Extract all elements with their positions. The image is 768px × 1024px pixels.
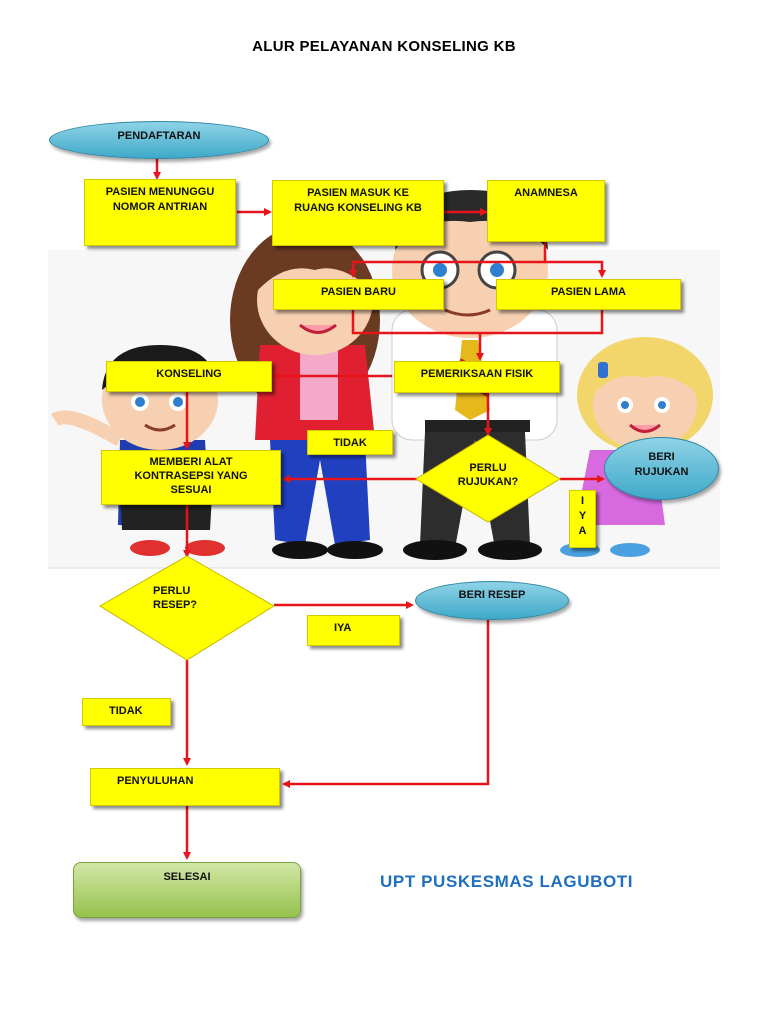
diamond-perlu-rujukan <box>415 434 561 523</box>
diamond-perlu-resep <box>99 555 275 661</box>
node-penyuluhan-label: PENYULUHAN <box>117 775 194 787</box>
node-beri-rujukan-line1: BERI <box>648 451 675 463</box>
node-pasien-menunggu-line2: NOMOR ANTRIAN <box>112 201 208 213</box>
node-pasien-masuk-line1: PASIEN MASUK KE <box>307 187 409 199</box>
node-perlu-resep-line1: PERLU <box>153 585 191 597</box>
node-iya-rujukan: I Y A <box>569 490 596 548</box>
node-beri-resep: BERI RESEP <box>415 581 569 620</box>
node-konseling-label: KONSELING <box>156 368 222 380</box>
node-pasien-masuk: PASIEN MASUK KE RUANG KONSELING KB <box>272 180 444 246</box>
node-perlu-rujukan-line2: RUJUKAN? <box>457 476 519 488</box>
node-memberi-alat-line2: KONTRASEPSI YANG <box>134 470 248 482</box>
node-iya-rujukan-char2: Y <box>578 510 587 522</box>
node-perlu-rujukan-label: PERLU RUJUKAN? <box>440 461 536 489</box>
node-pasien-baru-label: PASIEN BARU <box>321 286 396 298</box>
node-tidak-rujukan: TIDAK <box>307 430 393 455</box>
node-pemeriksaan-fisik-label: PEMERIKSAAN FISIK <box>420 368 534 380</box>
node-pemeriksaan-fisik: PEMERIKSAAN FISIK <box>394 361 560 393</box>
node-beri-rujukan-line2: RUJUKAN <box>634 466 689 478</box>
node-memberi-alat-line3: SESUAI <box>170 484 212 496</box>
arrow-beriresep-penyuluhan <box>282 620 490 788</box>
node-pendaftaran: PENDAFTARAN <box>49 121 269 159</box>
node-beri-rujukan: BERI RUJUKAN <box>604 437 719 500</box>
node-pasien-lama-label: PASIEN LAMA <box>551 286 626 298</box>
footer-institution: UPT PUSKESMAS LAGUBOTI <box>380 872 634 891</box>
node-tidak-resep: TIDAK <box>82 698 171 726</box>
node-memberi-alat: MEMBERI ALAT KONTRASEPSI YANG SESUAI <box>101 450 281 505</box>
node-iya-resep-label: IYA <box>334 622 352 634</box>
node-pasien-baru: PASIEN BARU <box>273 279 444 310</box>
node-pasien-menunggu: PASIEN MENUNGGU NOMOR ANTRIAN <box>84 179 236 246</box>
node-pendaftaran-label: PENDAFTARAN <box>117 130 201 142</box>
node-perlu-resep-line2: RESEP? <box>153 599 198 611</box>
node-perlu-resep-label: PERLU RESEP? <box>137 584 243 612</box>
node-pasien-menunggu-line1: PASIEN MENUNGGU <box>105 186 215 198</box>
page-title: ALUR PELAYANAN KONSELING KB <box>252 38 516 55</box>
node-selesai-label: SELESAI <box>163 871 211 883</box>
node-tidak-resep-label: TIDAK <box>109 705 143 717</box>
arrow-baru-lama-join <box>351 310 604 335</box>
node-selesai: SELESAI <box>73 862 301 918</box>
node-anamnesa: ANAMNESA <box>487 180 605 242</box>
arrow-anamnesa-split <box>349 242 547 278</box>
node-konseling: KONSELING <box>106 361 272 392</box>
node-penyuluhan: PENYULUHAN <box>90 768 280 806</box>
node-beri-resep-label: BERI RESEP <box>458 589 526 601</box>
node-iya-resep: IYA <box>307 615 400 646</box>
node-anamnesa-label: ANAMNESA <box>514 187 578 199</box>
node-pasien-masuk-line2: RUANG KONSELING KB <box>294 202 422 214</box>
node-tidak-rujukan-label: TIDAK <box>333 437 367 449</box>
node-pasien-lama: PASIEN LAMA <box>496 279 681 310</box>
node-iya-rujukan-char3: A <box>578 525 587 537</box>
node-memberi-alat-line1: MEMBERI ALAT <box>149 456 233 468</box>
node-perlu-rujukan-line1: PERLU <box>469 462 507 474</box>
arrow-split-lama <box>545 260 606 278</box>
node-iya-rujukan-char1: I <box>580 495 585 507</box>
